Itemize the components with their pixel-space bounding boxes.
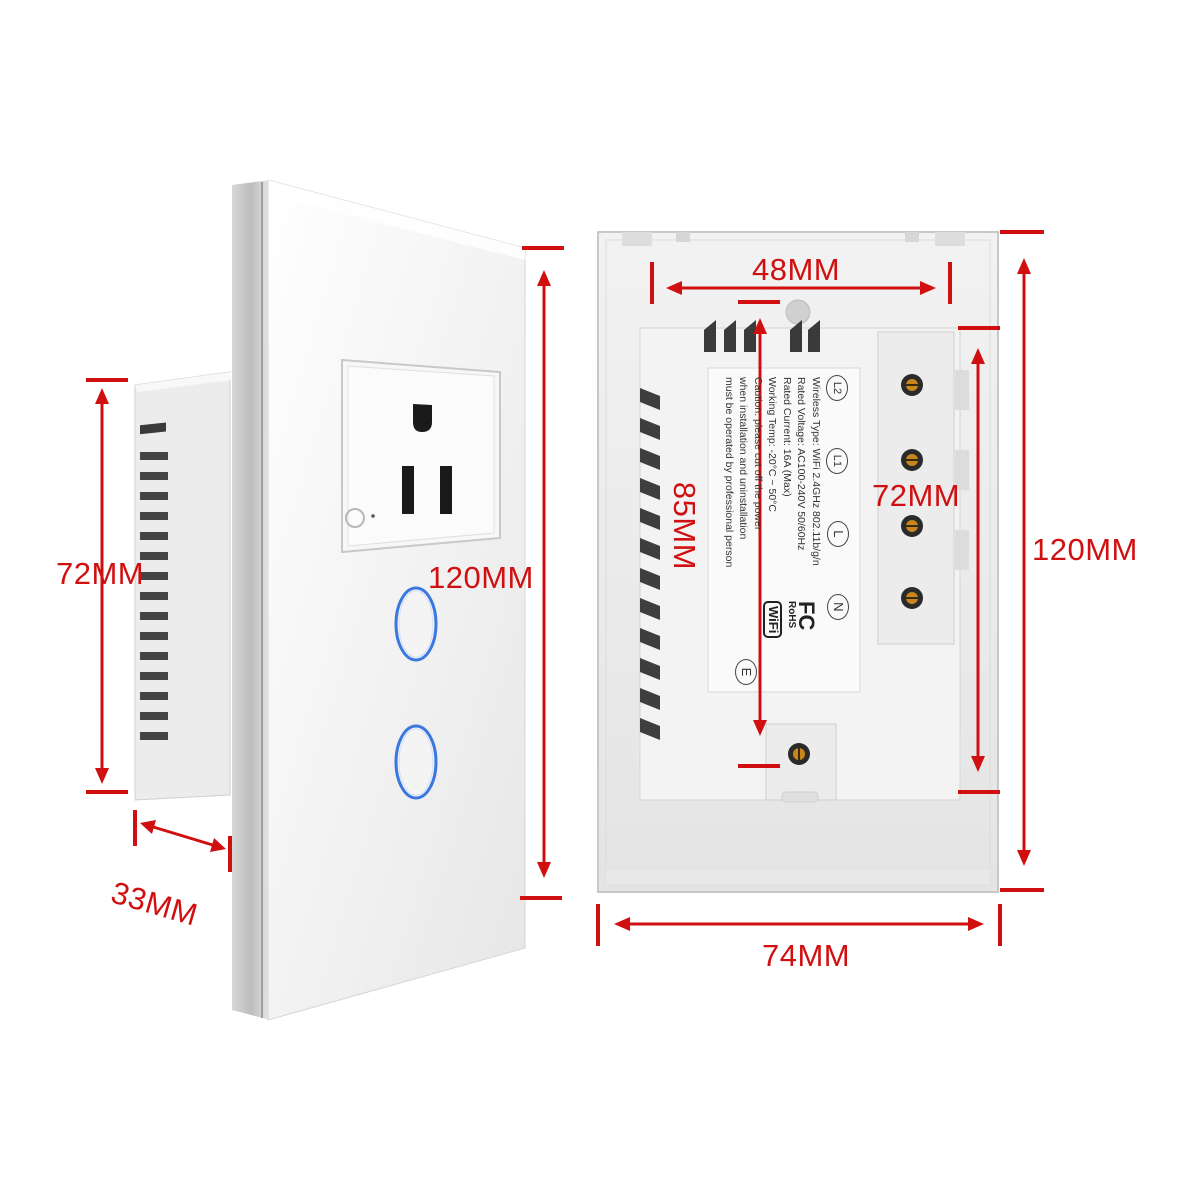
terminal-label: N (827, 593, 849, 620)
vent-slots (140, 452, 168, 740)
terminal-screw-icon (788, 743, 810, 765)
spec-line: Rated Current: 16A (Max) (781, 377, 793, 497)
vent-slots (640, 388, 660, 740)
terminal-screw-icon (901, 587, 923, 609)
dimension-lines (86, 230, 1044, 946)
terminal-label: E (735, 659, 757, 685)
spec-line: Working Temp: -20°C ~ 50°C (766, 377, 779, 512)
rohs-mark: RoHS (786, 601, 798, 629)
terminal-screw-icon (901, 515, 923, 537)
terminal-label: L (827, 520, 849, 547)
dimension-label-terminal-height: 72MM (872, 478, 961, 513)
terminal-label: L1 (826, 447, 848, 474)
glass-panel (267, 179, 526, 1021)
spec-line: Caution: please cut off the power (752, 377, 764, 531)
spec-line: Wireless Type: WiFi 2.4GHz 802.11b/g/n (810, 377, 822, 566)
outlet-icon (341, 358, 501, 554)
touch-button-icon (394, 586, 438, 662)
side-vents (140, 422, 166, 435)
dimension-label-back-width: 74MM (762, 938, 851, 973)
spec-lines: Wireless Type: WiFi 2.4GHz 802.11b/g/n R… (722, 377, 824, 567)
dimension-label-inner-height: 85MM (667, 481, 703, 571)
spec-line: Rated Voltage: AC100-240V 50/60Hz (795, 377, 808, 551)
terminal-screw-icon (901, 449, 923, 471)
dimension-label-inner-width: 48MM (752, 252, 841, 287)
terminal-labels: L2 L1 L N (825, 375, 849, 675)
front-view (134, 179, 526, 1021)
wifi-mark: WiFi (763, 601, 782, 639)
dimension-label-back-height: 120MM (1032, 532, 1138, 567)
terminal-screw-icon (901, 374, 923, 396)
back-view (597, 231, 999, 893)
spec-sticker-text: L2 L1 L N Wireless Type: WiFi 2.4GHz 802… (715, 369, 853, 691)
spec-line: must be operated by professional person (723, 377, 735, 568)
dimension-label-side-height: 72MM (56, 556, 145, 591)
spec-line: when installation and uninstallation (737, 377, 750, 540)
terminal-label: L2 (826, 375, 848, 401)
fc-mark: FC (794, 601, 819, 631)
glass-edge (232, 180, 270, 1020)
touch-button-icon (394, 724, 438, 800)
dimension-label-front-height: 120MM (428, 560, 534, 595)
spec-sticker (707, 367, 861, 693)
